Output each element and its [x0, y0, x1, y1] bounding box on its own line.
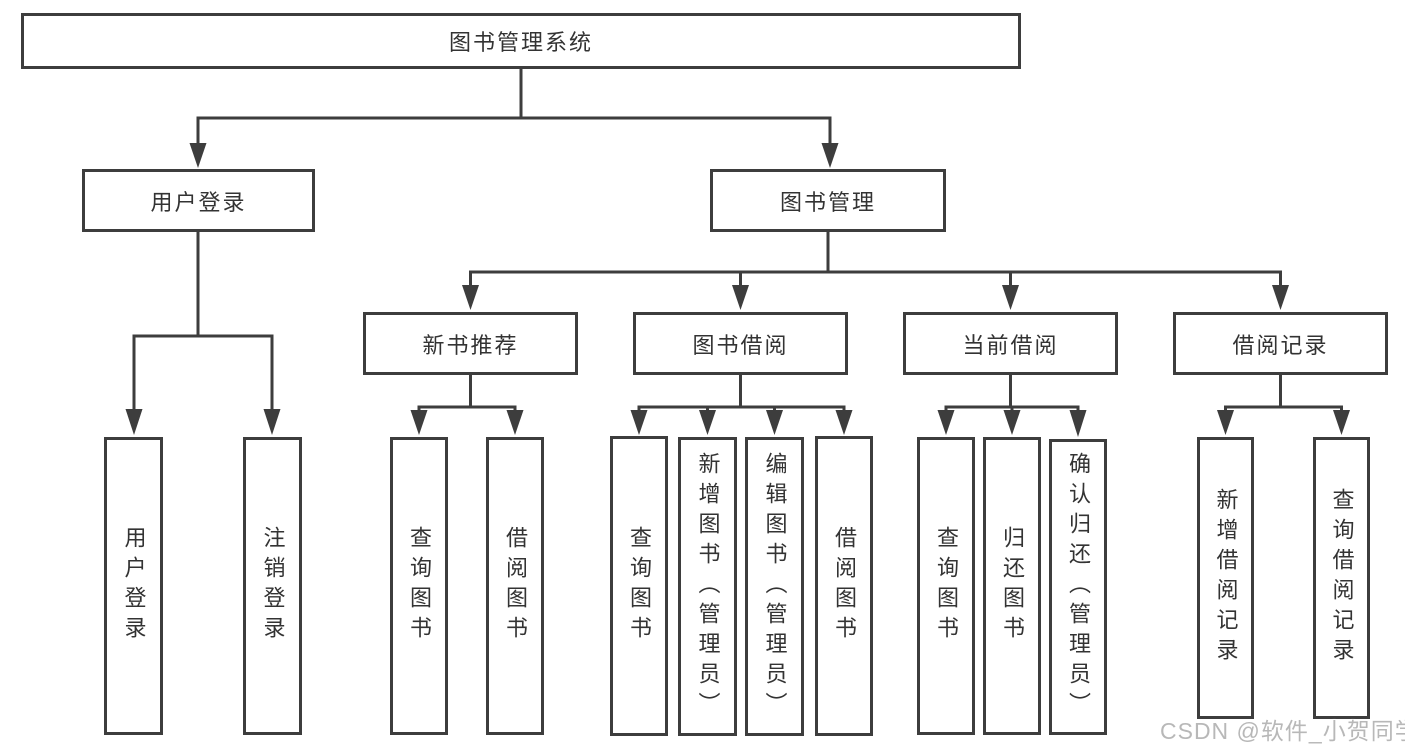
leaf-borrow-books-borrowing: 借阅图书 — [815, 436, 873, 736]
node-book-management: 图书管理 — [710, 169, 946, 232]
leaf-label: 新增借阅记录 — [1213, 488, 1239, 668]
leaf-label: 新增图书（管理员） — [695, 451, 721, 722]
node-user-login: 用户登录 — [82, 169, 315, 232]
node-borrowing-records: 借阅记录 — [1173, 312, 1388, 375]
leaf-label: 查询图书 — [934, 526, 959, 646]
arrowheads — [125, 143, 1350, 437]
leaf-add-borrow-record: 新增借阅记录 — [1197, 437, 1254, 719]
leaf-query-books-recommend: 查询图书 — [390, 437, 448, 735]
leaf-label: 查询借阅记录 — [1329, 488, 1355, 668]
node-current-borrowing: 当前借阅 — [903, 312, 1118, 375]
leaf-label: 查询图书 — [407, 526, 432, 646]
leaf-label: 编辑图书（管理员） — [762, 451, 788, 722]
node-new-book-recommendation: 新书推荐 — [363, 312, 578, 375]
leaf-logout: 注销登录 — [243, 437, 302, 735]
watermark: CSDN @软件_小贺同学 — [1160, 718, 1405, 744]
leaf-query-books-borrowing: 查询图书 — [610, 436, 668, 736]
leaf-add-books-admin: 新增图书（管理员） — [678, 437, 737, 736]
leaf-return-books: 归还图书 — [983, 437, 1041, 735]
leaf-user-login: 用户登录 — [104, 437, 163, 735]
node-book-borrowing: 图书借阅 — [633, 312, 848, 375]
leaf-borrow-books-recommend: 借阅图书 — [486, 437, 544, 735]
leaf-label: 用户登录 — [121, 526, 147, 646]
leaf-query-books-current: 查询图书 — [917, 437, 975, 735]
leaf-label: 归还图书 — [1000, 526, 1025, 646]
leaf-confirm-return-admin: 确认归还（管理员） — [1049, 439, 1107, 735]
leaf-query-borrow-record: 查询借阅记录 — [1313, 437, 1370, 719]
leaf-label: 查询图书 — [627, 526, 652, 646]
node-library-management-system: 图书管理系统 — [21, 13, 1021, 69]
leaf-label: 注销登录 — [260, 526, 286, 646]
leaf-label: 借阅图书 — [503, 526, 528, 646]
leaf-label: 借阅图书 — [832, 526, 857, 646]
leaf-edit-books-admin: 编辑图书（管理员） — [745, 437, 804, 736]
leaf-label: 确认归还（管理员） — [1066, 452, 1091, 722]
